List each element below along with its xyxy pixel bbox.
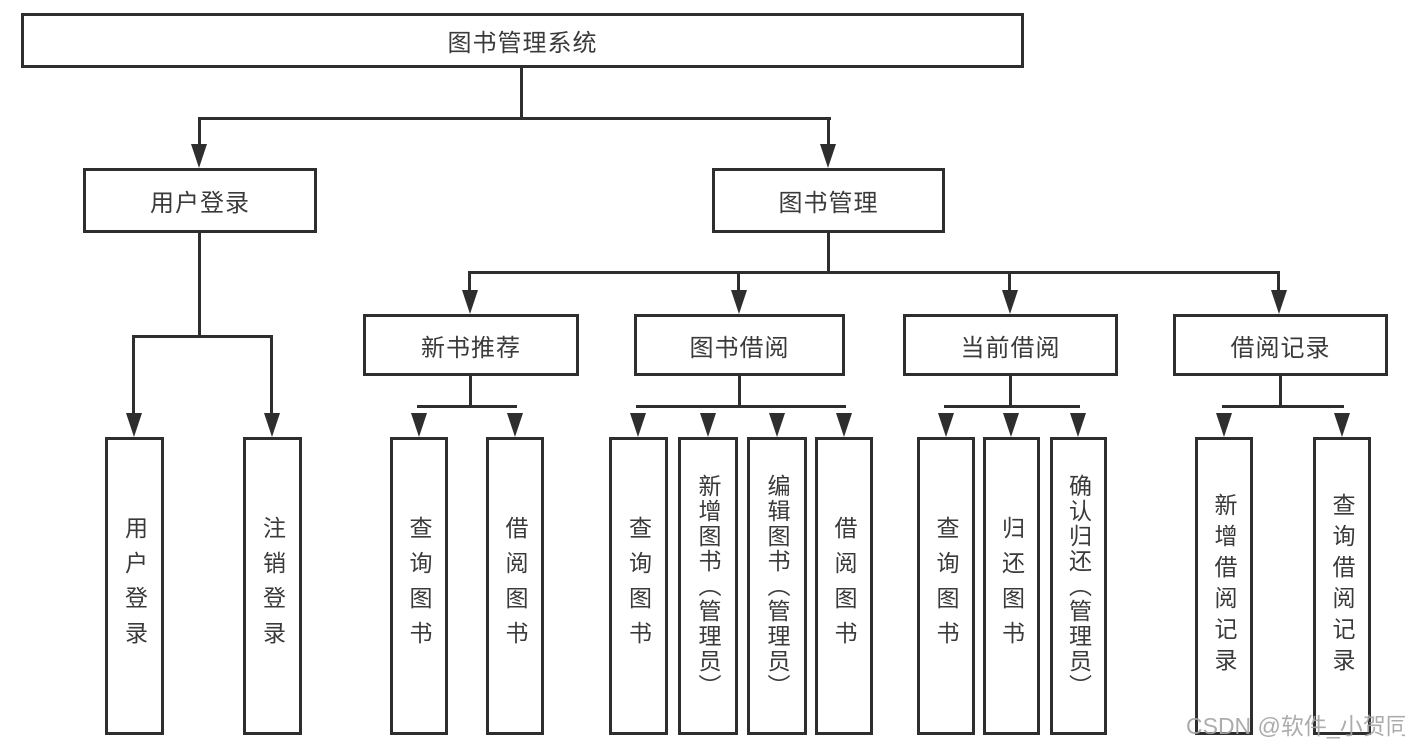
arrowhead-bb-add (700, 413, 716, 437)
node-user-login: 用户登录 (83, 168, 317, 233)
connector-bookmgmt-branch (468, 271, 1280, 274)
connector-newbook-down (469, 376, 472, 407)
connector-shaft-leaf-logout (270, 335, 273, 415)
leaf-newbook-borrow-books: 借阅图书 (486, 437, 544, 735)
connector-userlogin-down (198, 233, 201, 336)
arrowhead-leaf-login (126, 413, 142, 437)
leaf-borrow-edit-books-admin: 编辑图书（管理员） (747, 437, 807, 735)
arrowhead-bookborrow (731, 290, 747, 314)
arrowhead-br-add (1216, 413, 1232, 437)
leaf-logout: 注销登录 (243, 437, 302, 735)
arrowhead-book-mgmt (820, 144, 836, 168)
connector-shaft-book-mgmt (827, 117, 830, 147)
arrowhead-leaf-logout (264, 413, 280, 437)
leaf-borrow-add-books-admin: 新增图书（管理员） (678, 437, 738, 735)
arrowhead-bb-query (630, 413, 646, 437)
connector-shaft-records (1277, 271, 1280, 293)
arrowhead-currentborrow (1002, 290, 1018, 314)
connector-shaft-bookborrow (737, 271, 740, 293)
leaf-user-login: 用户登录 (105, 437, 164, 735)
node-root-library-system: 图书管理系统 (21, 13, 1024, 68)
node-borrow-records: 借阅记录 (1173, 314, 1388, 376)
arrowhead-newbook (462, 290, 478, 314)
arrowhead-bb-edit (769, 413, 785, 437)
arrowhead-nb-borrow (507, 413, 523, 437)
connector-newbook-branch (417, 405, 517, 408)
leaf-current-return-books: 归还图书 (983, 437, 1040, 735)
leaf-current-query-books: 查询图书 (917, 437, 975, 735)
arrowhead-user-login (191, 144, 207, 168)
connector-root-down (520, 68, 523, 118)
node-book-borrow: 图书借阅 (634, 314, 845, 376)
connector-shaft-user-login (198, 117, 201, 147)
leaf-current-confirm-return-admin: 确认归还（管理员） (1050, 437, 1107, 735)
leaf-borrow-query-books: 查询图书 (609, 437, 668, 735)
node-book-management: 图书管理 (712, 168, 945, 233)
connector-userlogin-branch (132, 335, 273, 338)
arrowhead-nb-query (411, 413, 427, 437)
arrowhead-cb-query (938, 413, 954, 437)
connector-bookmgmt-down (827, 233, 830, 274)
connector-shaft-leaf-login (132, 335, 135, 415)
leaf-borrow-borrow-books: 借阅图书 (815, 437, 873, 735)
connector-records-down (1279, 376, 1282, 407)
connector-bookborrow-down (738, 376, 741, 407)
connector-shaft-newbook (468, 271, 471, 293)
csdn-watermark: CSDN @软件_小贺同学 (1186, 713, 1405, 739)
arrowhead-cb-return (1003, 413, 1019, 437)
leaf-newbook-query-books: 查询图书 (390, 437, 448, 735)
arrowhead-bb-borrow (836, 413, 852, 437)
node-current-borrow: 当前借阅 (903, 314, 1118, 376)
connector-currentborrow-branch (944, 405, 1080, 408)
connector-currentborrow-down (1009, 376, 1012, 407)
leaf-records-add-record: 新增借阅记录 (1195, 437, 1253, 735)
node-new-book-recommend: 新书推荐 (363, 314, 579, 376)
connector-shaft-currentborrow (1008, 271, 1011, 293)
leaf-records-query-record: 查询借阅记录 (1313, 437, 1371, 735)
arrowhead-cb-confirm (1070, 413, 1086, 437)
connector-records-branch (1222, 405, 1344, 408)
connector-root-branch (198, 117, 831, 120)
connector-bookborrow-branch (636, 405, 846, 408)
arrowhead-br-query (1334, 413, 1350, 437)
arrowhead-records (1271, 290, 1287, 314)
